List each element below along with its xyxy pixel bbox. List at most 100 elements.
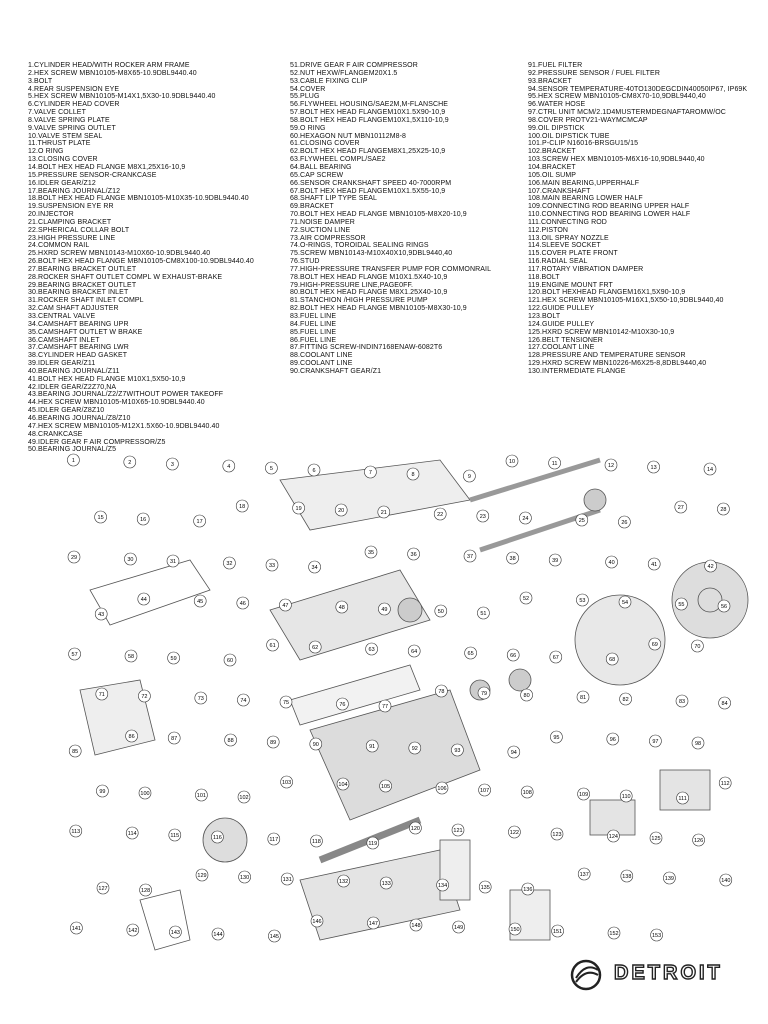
- callout-balloon: 141: [70, 921, 83, 935]
- part-description: SUSPENSION EYE RR: [38, 203, 114, 211]
- callout-circle: [663, 871, 676, 885]
- part-number: 106: [528, 180, 542, 187]
- hp-pump-shape: [589, 799, 636, 836]
- part-number: 49: [28, 439, 38, 446]
- part-number: 126: [528, 337, 542, 344]
- part-description: O RING: [38, 148, 64, 156]
- callout-balloon: 116: [211, 830, 224, 844]
- part-number: 76: [290, 258, 300, 265]
- part-description: PRESSURE AND TEMPERATURE SENSOR: [542, 352, 686, 360]
- part-description: CABLE FIXING CLIP: [300, 77, 368, 85]
- part-number: 44: [28, 399, 38, 406]
- part-description: VALVE SPRING OUTLET: [34, 124, 116, 132]
- callout-label: 133: [382, 881, 391, 887]
- parts-list-item: 10VALVE STEM SEAL: [28, 133, 254, 141]
- parts-list-item: 45IDLER GEAR/Z8Z10: [28, 407, 254, 415]
- part-description: BOLT HEX HEAD FLANGE MBN10105-CM8X100-10…: [38, 258, 254, 266]
- callout-label: 44: [141, 597, 147, 603]
- callout-circle: [606, 732, 620, 746]
- callout-label: 113: [71, 829, 80, 835]
- callout-circle: [235, 499, 249, 513]
- callout-circle: [464, 646, 477, 660]
- callout-balloon: 133: [379, 876, 393, 890]
- part-number: 57: [290, 109, 300, 116]
- part-number: 53: [290, 78, 300, 85]
- parts-list-item: 104BRACKET: [528, 164, 747, 172]
- part-number: 30: [28, 289, 38, 296]
- parts-list-item: 71NOISE DAMPER: [290, 219, 491, 227]
- part-number: 69: [290, 203, 300, 210]
- callout-circle: [334, 503, 348, 517]
- part-number: 12: [28, 148, 38, 155]
- engine-mount-shape: [139, 889, 191, 951]
- callout-balloon: 66: [506, 648, 520, 662]
- callout-label: 10: [509, 459, 515, 465]
- callout-balloon: 35: [364, 545, 378, 559]
- parts-list-item: 13CLOSING COVER: [28, 156, 254, 164]
- callout-label: 69: [652, 642, 658, 648]
- part-description: BRACKET: [538, 77, 572, 85]
- callout-balloon: 117: [267, 832, 281, 846]
- head-gasket-shape: [289, 664, 421, 726]
- callout-balloon: 151: [551, 924, 564, 938]
- callout-circle: [576, 690, 590, 704]
- callout-circle: [167, 651, 180, 665]
- callout-label: 112: [721, 781, 730, 787]
- callout-circle: [718, 696, 731, 710]
- callout-label: 41: [651, 562, 657, 568]
- parts-list-item: 107CRANKSHAFT: [528, 188, 747, 196]
- parts-list-item: 127COOLANT LINE: [528, 344, 747, 352]
- parts-list-item: 21CLAMPING BRACKET: [28, 219, 254, 227]
- part-number: 52: [290, 70, 300, 77]
- part-description: SCREW HEX MBN10105-M6X16-10,9DBL9440,40: [542, 156, 705, 164]
- callout-circle: [222, 459, 236, 473]
- callout-label: 143: [171, 930, 180, 936]
- callout-label: 140: [721, 878, 730, 884]
- part-number: 119: [528, 282, 542, 289]
- callout-label: 11: [552, 461, 558, 467]
- callout-label: 31: [170, 559, 176, 565]
- callout-balloon: 14: [703, 462, 717, 476]
- callout-circle: [167, 731, 181, 745]
- parts-list-item: 102BRACKET: [528, 148, 747, 156]
- callout-circle: [67, 550, 81, 564]
- callout-balloon: 31: [166, 554, 180, 568]
- part-description: BRACKET: [542, 148, 576, 156]
- callout-balloon: 100: [138, 786, 152, 800]
- callout-circle: [137, 592, 151, 606]
- callout-label: 37: [467, 554, 473, 560]
- part-description: STANCHION /HIGH PRESSURE PUMP: [300, 297, 428, 305]
- callout-circle: [463, 469, 476, 483]
- camshaft-shape: [469, 457, 601, 503]
- callout-circle: [717, 599, 731, 613]
- callout-circle: [604, 458, 618, 472]
- parts-list-item: 24COMMON RAIL: [28, 242, 254, 250]
- parts-list-item: 35CAMSHAFT OUTLET W BRAKE: [28, 329, 254, 337]
- part-description: STUD: [300, 258, 320, 266]
- callout-circle: [520, 688, 533, 702]
- parts-list-item: 6CYLINDER HEAD COVER: [28, 101, 254, 109]
- callout-circle: [166, 457, 179, 471]
- callout-balloon: 18: [235, 499, 249, 513]
- part-description: SHAFT LIP TYPE SEAL: [300, 195, 378, 203]
- parts-list-item: 4REAR SUSPENSION EYE: [28, 86, 254, 94]
- callout-circle: [619, 692, 632, 706]
- callout-circle: [237, 693, 250, 707]
- part-number: 82: [290, 305, 300, 312]
- part-number: 128: [528, 352, 542, 359]
- callout-label: 122: [510, 830, 519, 836]
- callout-circle: [477, 686, 491, 700]
- parts-list-item: 91FUEL FILTER: [528, 62, 747, 70]
- callout-label: 134: [438, 883, 447, 889]
- callout-circle: [434, 604, 448, 618]
- part-number: 10: [28, 133, 38, 140]
- parts-list-item: 12O RING: [28, 148, 254, 156]
- callout-label: 5: [270, 466, 273, 472]
- callout-circle: [223, 556, 236, 570]
- part-description: BEARING BRACKET INLET: [38, 289, 129, 297]
- callout-balloon: 57: [68, 647, 81, 661]
- part-number: 42: [28, 384, 38, 391]
- part-description: HEX SCREW MBN10105-M16X1,5X50-10,9DBL944…: [542, 297, 724, 305]
- callout-circle: [648, 637, 662, 651]
